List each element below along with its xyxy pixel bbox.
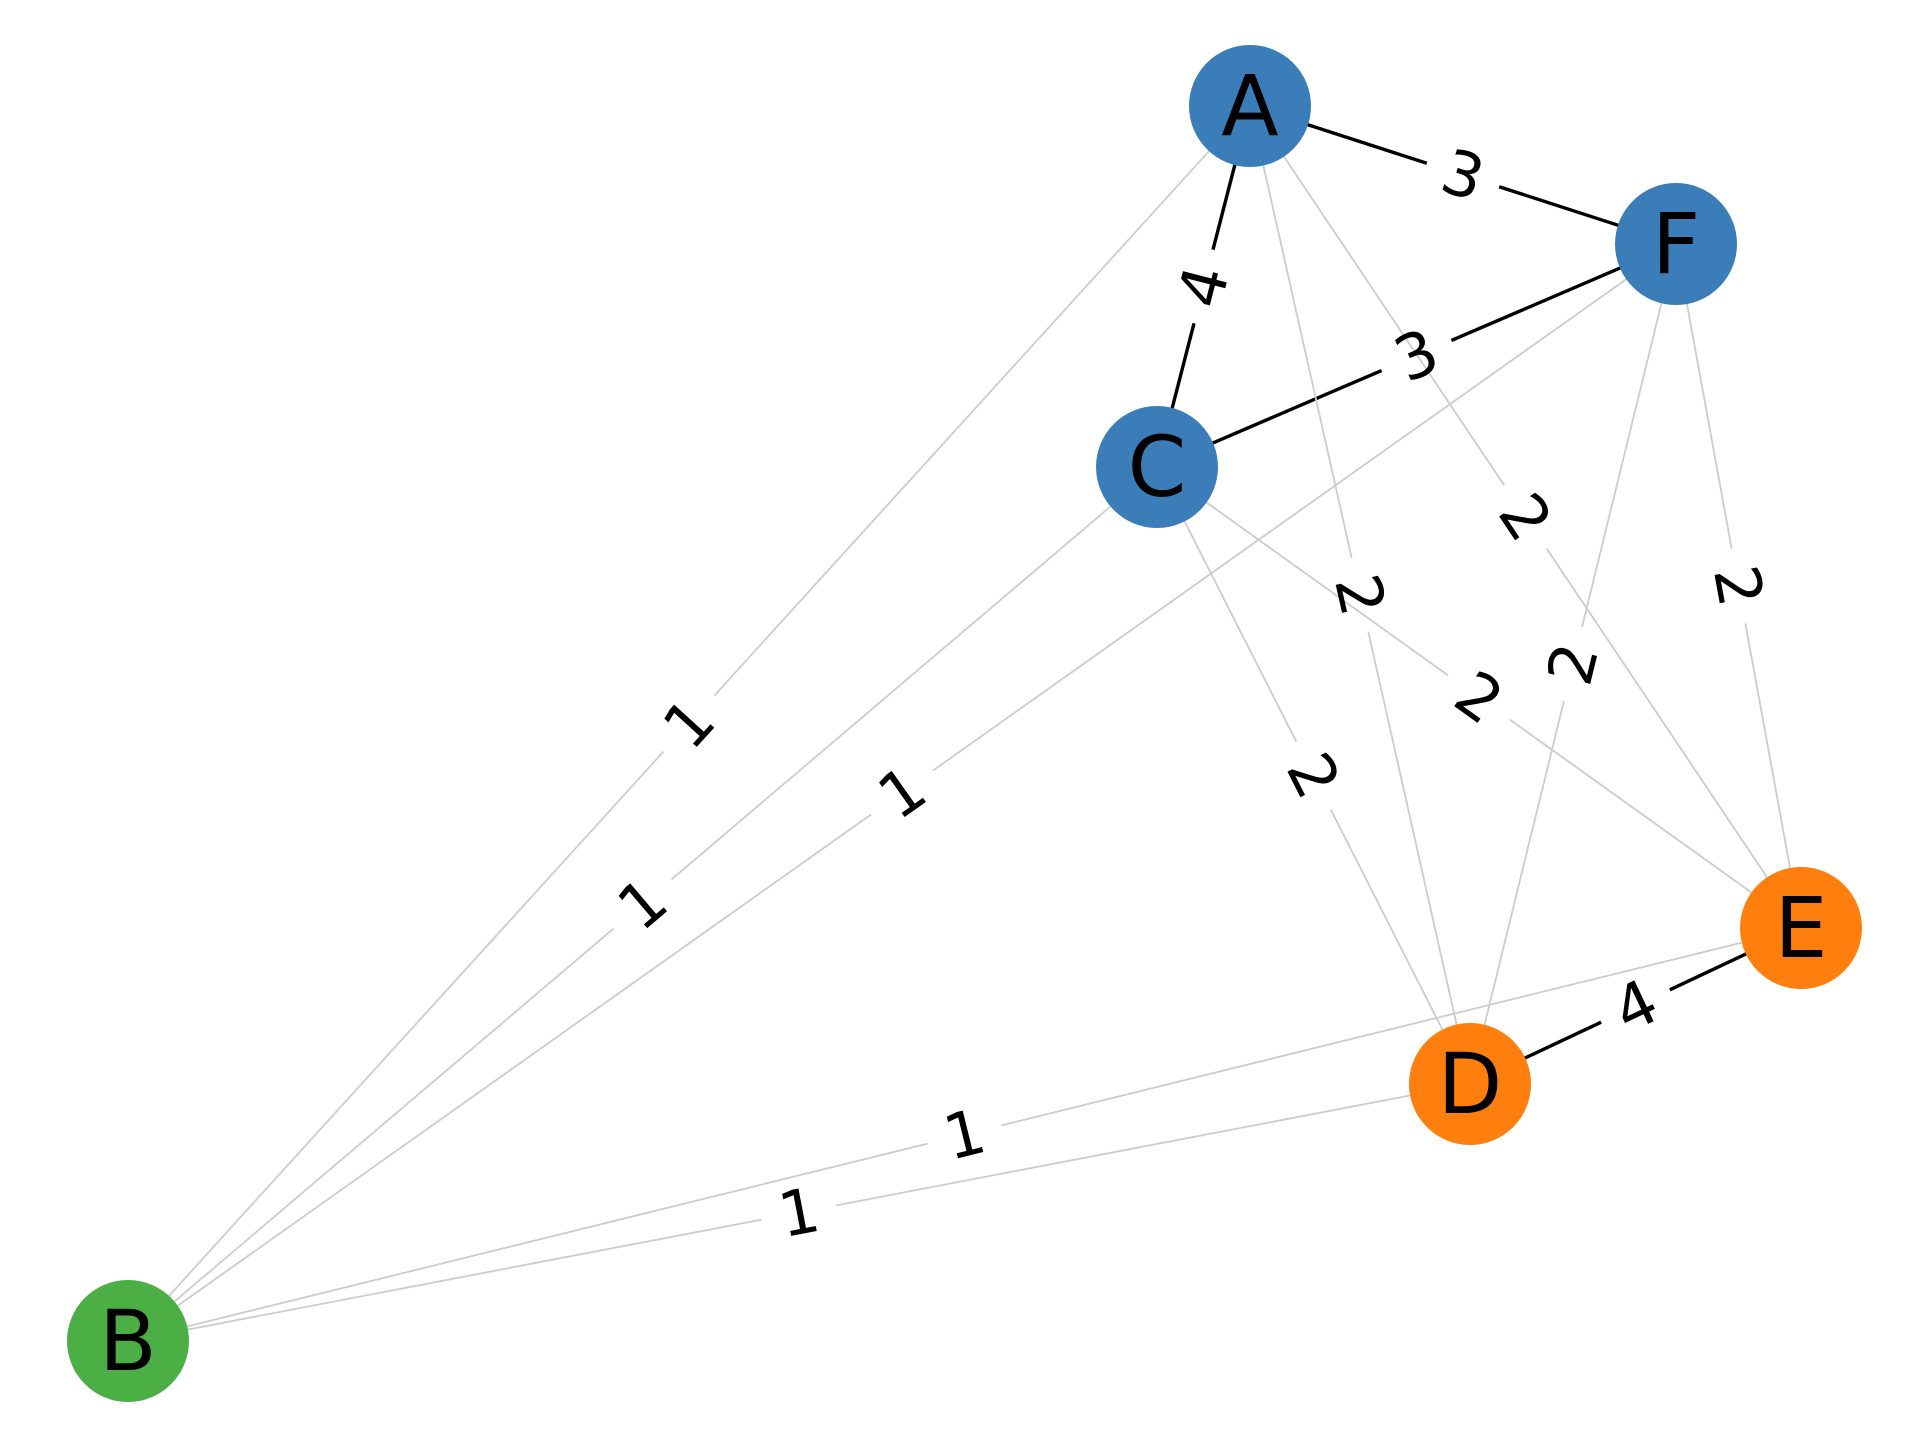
edge-a-e [1249, 105, 1506, 486]
node-a [1189, 45, 1311, 167]
edge-f-d [1469, 700, 1565, 1085]
node-f [1615, 183, 1737, 305]
edge-weight-a-c: 4 [1163, 258, 1244, 314]
edge-b-d [127, 1218, 762, 1342]
node-e [1740, 867, 1862, 989]
edge-weight-b-c: 1 [604, 863, 681, 944]
edge-weight-a-f: 3 [1433, 134, 1493, 216]
edge-a-d [1249, 105, 1353, 559]
node-c [1096, 406, 1218, 528]
edge-a-d [1367, 631, 1471, 1085]
edge-f-d [1581, 243, 1677, 628]
edge-b-c [670, 466, 1158, 881]
edge-b-e [127, 1142, 928, 1342]
edge-weight-f-e: 2 [1699, 560, 1778, 612]
node-layer: A B C D E F [67, 45, 1862, 1402]
edge-b-c [127, 927, 615, 1342]
edge-weight-a-d: 2 [1320, 568, 1400, 623]
edge-weight-b-f: 1 [865, 751, 939, 833]
node-label-c: C [1128, 418, 1187, 516]
edge-weight-c-d: 2 [1272, 741, 1355, 809]
edge-weight-b-e: 1 [937, 1094, 993, 1174]
node-label-d: D [1438, 1035, 1503, 1133]
edge-b-f [127, 813, 872, 1342]
edge-b-d [836, 1083, 1471, 1207]
edge-a-b [713, 105, 1251, 696]
node-label-e: E [1774, 879, 1827, 977]
edge-a-b [127, 751, 665, 1342]
edge-weight-b-d: 1 [773, 1173, 825, 1252]
edge-weight-c-f: 3 [1384, 314, 1449, 397]
node-label-a: A [1221, 57, 1278, 155]
node-label-b: B [99, 1292, 157, 1390]
edge-weight-d-e: 4 [1602, 965, 1669, 1048]
edge-b-e [1001, 927, 1802, 1127]
edge-a-e [1545, 548, 1802, 929]
edge-weight-f-d: 2 [1533, 636, 1613, 692]
edge-layer [127, 104, 1802, 1342]
node-d [1409, 1023, 1531, 1145]
node-b [67, 1280, 189, 1402]
edge-b-f [932, 243, 1677, 772]
edge-weight-c-e: 2 [1442, 656, 1517, 738]
edge-weight-a-e: 2 [1484, 480, 1567, 553]
edge-weight-a-b: 1 [649, 684, 730, 762]
node-label-f: F [1652, 195, 1700, 293]
